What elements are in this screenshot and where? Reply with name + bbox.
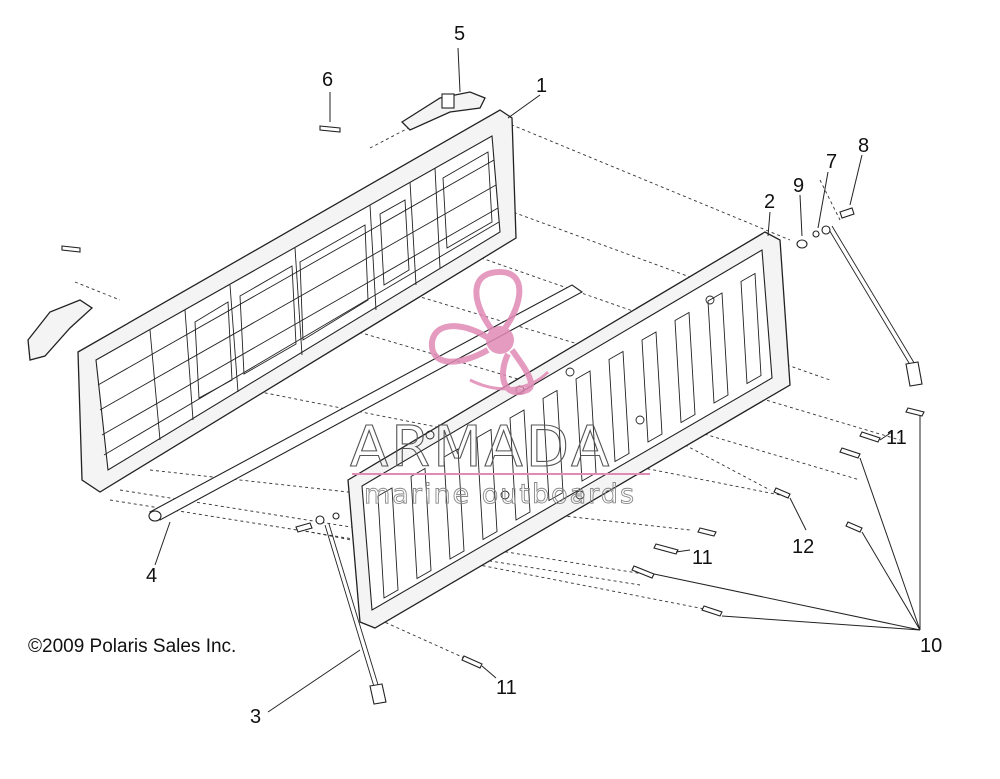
- callout-11-upper: 11: [886, 427, 907, 449]
- panel-slot: [476, 428, 498, 541]
- panel-slot: [542, 389, 564, 502]
- callout-1: 1: [536, 75, 547, 97]
- callout-12: 12: [792, 536, 814, 558]
- latch-handle-part-5: [400, 47, 486, 131]
- tailgate-panel-part-2: [347, 231, 791, 629]
- callout-10: 10: [920, 635, 942, 657]
- callout-4: 4: [146, 565, 157, 587]
- leader-lines-11: [481, 431, 893, 679]
- callout-2: 2: [764, 191, 775, 213]
- leader-line-1: [507, 94, 541, 119]
- leader-line-3: [267, 649, 361, 713]
- leader-line-12: [789, 497, 807, 531]
- leader-line-2: [767, 211, 771, 237]
- washer-part-9: [796, 194, 808, 249]
- screws-right-group: [461, 407, 925, 669]
- callout-11-lower: 11: [496, 677, 517, 699]
- panel-slot: [641, 331, 663, 443]
- panel-slot: [509, 409, 531, 521]
- panel-slot: [608, 350, 630, 463]
- bolt-part-8: [839, 154, 863, 219]
- callout-11-middle: 11: [692, 547, 713, 569]
- nut-part-7: [812, 171, 829, 238]
- armada-logo-icon: [428, 268, 550, 396]
- panel-slot: [410, 467, 432, 580]
- watermark-subtitle: marine outboards: [364, 479, 636, 510]
- latch-left: [27, 245, 94, 361]
- panel-slot: [377, 487, 399, 599]
- panel-slot: [674, 311, 696, 424]
- cable-right: [821, 225, 923, 387]
- panel-slot: [707, 292, 729, 404]
- callout-9: 9: [793, 175, 804, 197]
- callout-3: 3: [250, 706, 261, 728]
- copyright-text: ©2009 Polaris Sales Inc.: [28, 636, 237, 657]
- panel-slot: [740, 272, 762, 385]
- watermark-title: ARMADA: [350, 415, 612, 480]
- callout-7: 7: [826, 151, 837, 173]
- cable-part-3: [295, 512, 387, 705]
- panel-slot: [443, 448, 465, 560]
- rod-part-4: [148, 284, 584, 566]
- tailgate-frame-part-1: [77, 109, 517, 493]
- callout-5: 5: [454, 23, 465, 45]
- leader-lines-10: [653, 416, 921, 631]
- screw-part-6: [319, 92, 341, 133]
- callout-8: 8: [858, 135, 869, 157]
- callout-6: 6: [322, 69, 333, 91]
